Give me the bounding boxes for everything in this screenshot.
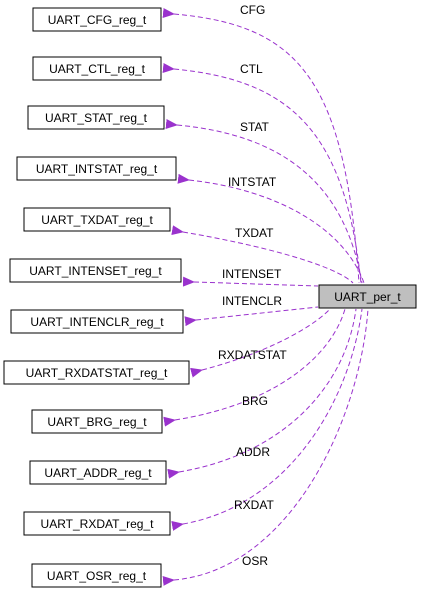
edge-intenset: [182, 276, 319, 287]
edge-path: [190, 308, 331, 378]
edge-path: [167, 308, 357, 479]
node-uart-intenclr-reg-t[interactable]: UART_INTENCLR_reg_t: [10, 309, 184, 334]
edge-rxdatstat: [190, 308, 331, 378]
edge-label-cfg: CFG: [240, 3, 265, 17]
node-uart-cfg-reg-t[interactable]: UART_CFG_reg_t: [32, 7, 162, 32]
node-label: UART_STAT_reg_t: [45, 111, 148, 125]
edge-layer: [162, 8, 369, 586]
edge-label-stat: STAT: [240, 120, 270, 134]
edge-label-txdat: TXDAT: [235, 226, 274, 240]
node-label: UART_RXDAT_reg_t: [41, 517, 155, 531]
node-label: UART_CTL_reg_t: [49, 62, 145, 76]
edge-label-addr: ADDR: [236, 445, 270, 459]
node-uart-osr-reg-t[interactable]: UART_OSR_reg_t: [31, 563, 162, 588]
edge-intstat: [177, 173, 365, 284]
edge-path: [163, 308, 346, 427]
edge-path: [184, 306, 319, 327]
node-label: UART_INTENSET_reg_t: [29, 264, 162, 278]
edge-path: [171, 308, 363, 531]
node-uart-stat-reg-t[interactable]: UART_STAT_reg_t: [27, 105, 165, 130]
node-label: UART_CFG_reg_t: [48, 13, 147, 27]
node-uart-addr-reg-t[interactable]: UART_ADDR_reg_t: [29, 460, 167, 485]
edge-label-rxdat: RXDAT: [234, 498, 274, 512]
node-uart-rxdat-reg-t[interactable]: UART_RXDAT_reg_t: [23, 511, 171, 536]
edge-label-brg: BRG: [242, 394, 268, 408]
node-uart-ctl-reg-t[interactable]: UART_CTL_reg_t: [32, 56, 162, 81]
node-uart-intstat-reg-t[interactable]: UART_INTSTAT_reg_t: [16, 156, 177, 181]
node-label: UART_BRG_reg_t: [47, 415, 147, 429]
edge-addr: [167, 308, 357, 479]
edge-path: [162, 8, 360, 284]
edge-intenclr: [184, 306, 319, 327]
node-uart-txdat-reg-t[interactable]: UART_TXDAT_reg_t: [23, 207, 171, 232]
edge-label-intenset: INTENSET: [222, 267, 282, 281]
node-label: UART_INTSTAT_reg_t: [36, 162, 158, 176]
node-label: UART_INTENCLR_reg_t: [30, 315, 164, 329]
edge-path: [177, 173, 365, 284]
node-label: UART_RXDATSTAT_reg_t: [26, 366, 168, 380]
node-label: UART_per_t: [334, 290, 401, 304]
edge-path: [182, 276, 319, 287]
edge-label-ctl: CTL: [240, 62, 263, 76]
edge-label-osr: OSR: [242, 554, 268, 568]
edge-label-intenclr: INTENCLR: [222, 294, 282, 308]
edge-osr: [162, 308, 369, 586]
node-label: UART_ADDR_reg_t: [44, 466, 152, 480]
edge-path: [165, 119, 363, 284]
edge-rxdat: [171, 308, 363, 531]
node-uart-intenset-reg-t[interactable]: UART_INTENSET_reg_t: [9, 258, 182, 283]
edge-label-intstat: INTSTAT: [228, 175, 277, 189]
edge-label-rxdatstat: RXDATSTAT: [218, 348, 287, 362]
edge-path: [171, 225, 354, 284]
node-label: UART_OSR_reg_t: [47, 569, 147, 583]
node-label: UART_TXDAT_reg_t: [41, 213, 153, 227]
edge-txdat: [171, 225, 354, 284]
node-layer: UART_CFG_reg_t UART_CTL_reg_t UART_STAT_…: [3, 7, 417, 588]
node-uart-brg-reg-t[interactable]: UART_BRG_reg_t: [31, 409, 163, 434]
edge-cfg: [162, 8, 360, 284]
edge-path: [162, 308, 369, 586]
node-uart-per-t[interactable]: UART_per_t: [318, 284, 417, 309]
edge-ctl: [162, 62, 362, 284]
node-uart-rxdatstat-reg-t[interactable]: UART_RXDATSTAT_reg_t: [3, 360, 190, 385]
edge-path: [162, 62, 362, 284]
edge-label-layer: CFG CTL STAT INTSTAT TXDAT INTENSET INTENCLR RX…: [218, 3, 287, 568]
edge-brg: [163, 308, 346, 427]
edge-stat: [165, 119, 363, 284]
